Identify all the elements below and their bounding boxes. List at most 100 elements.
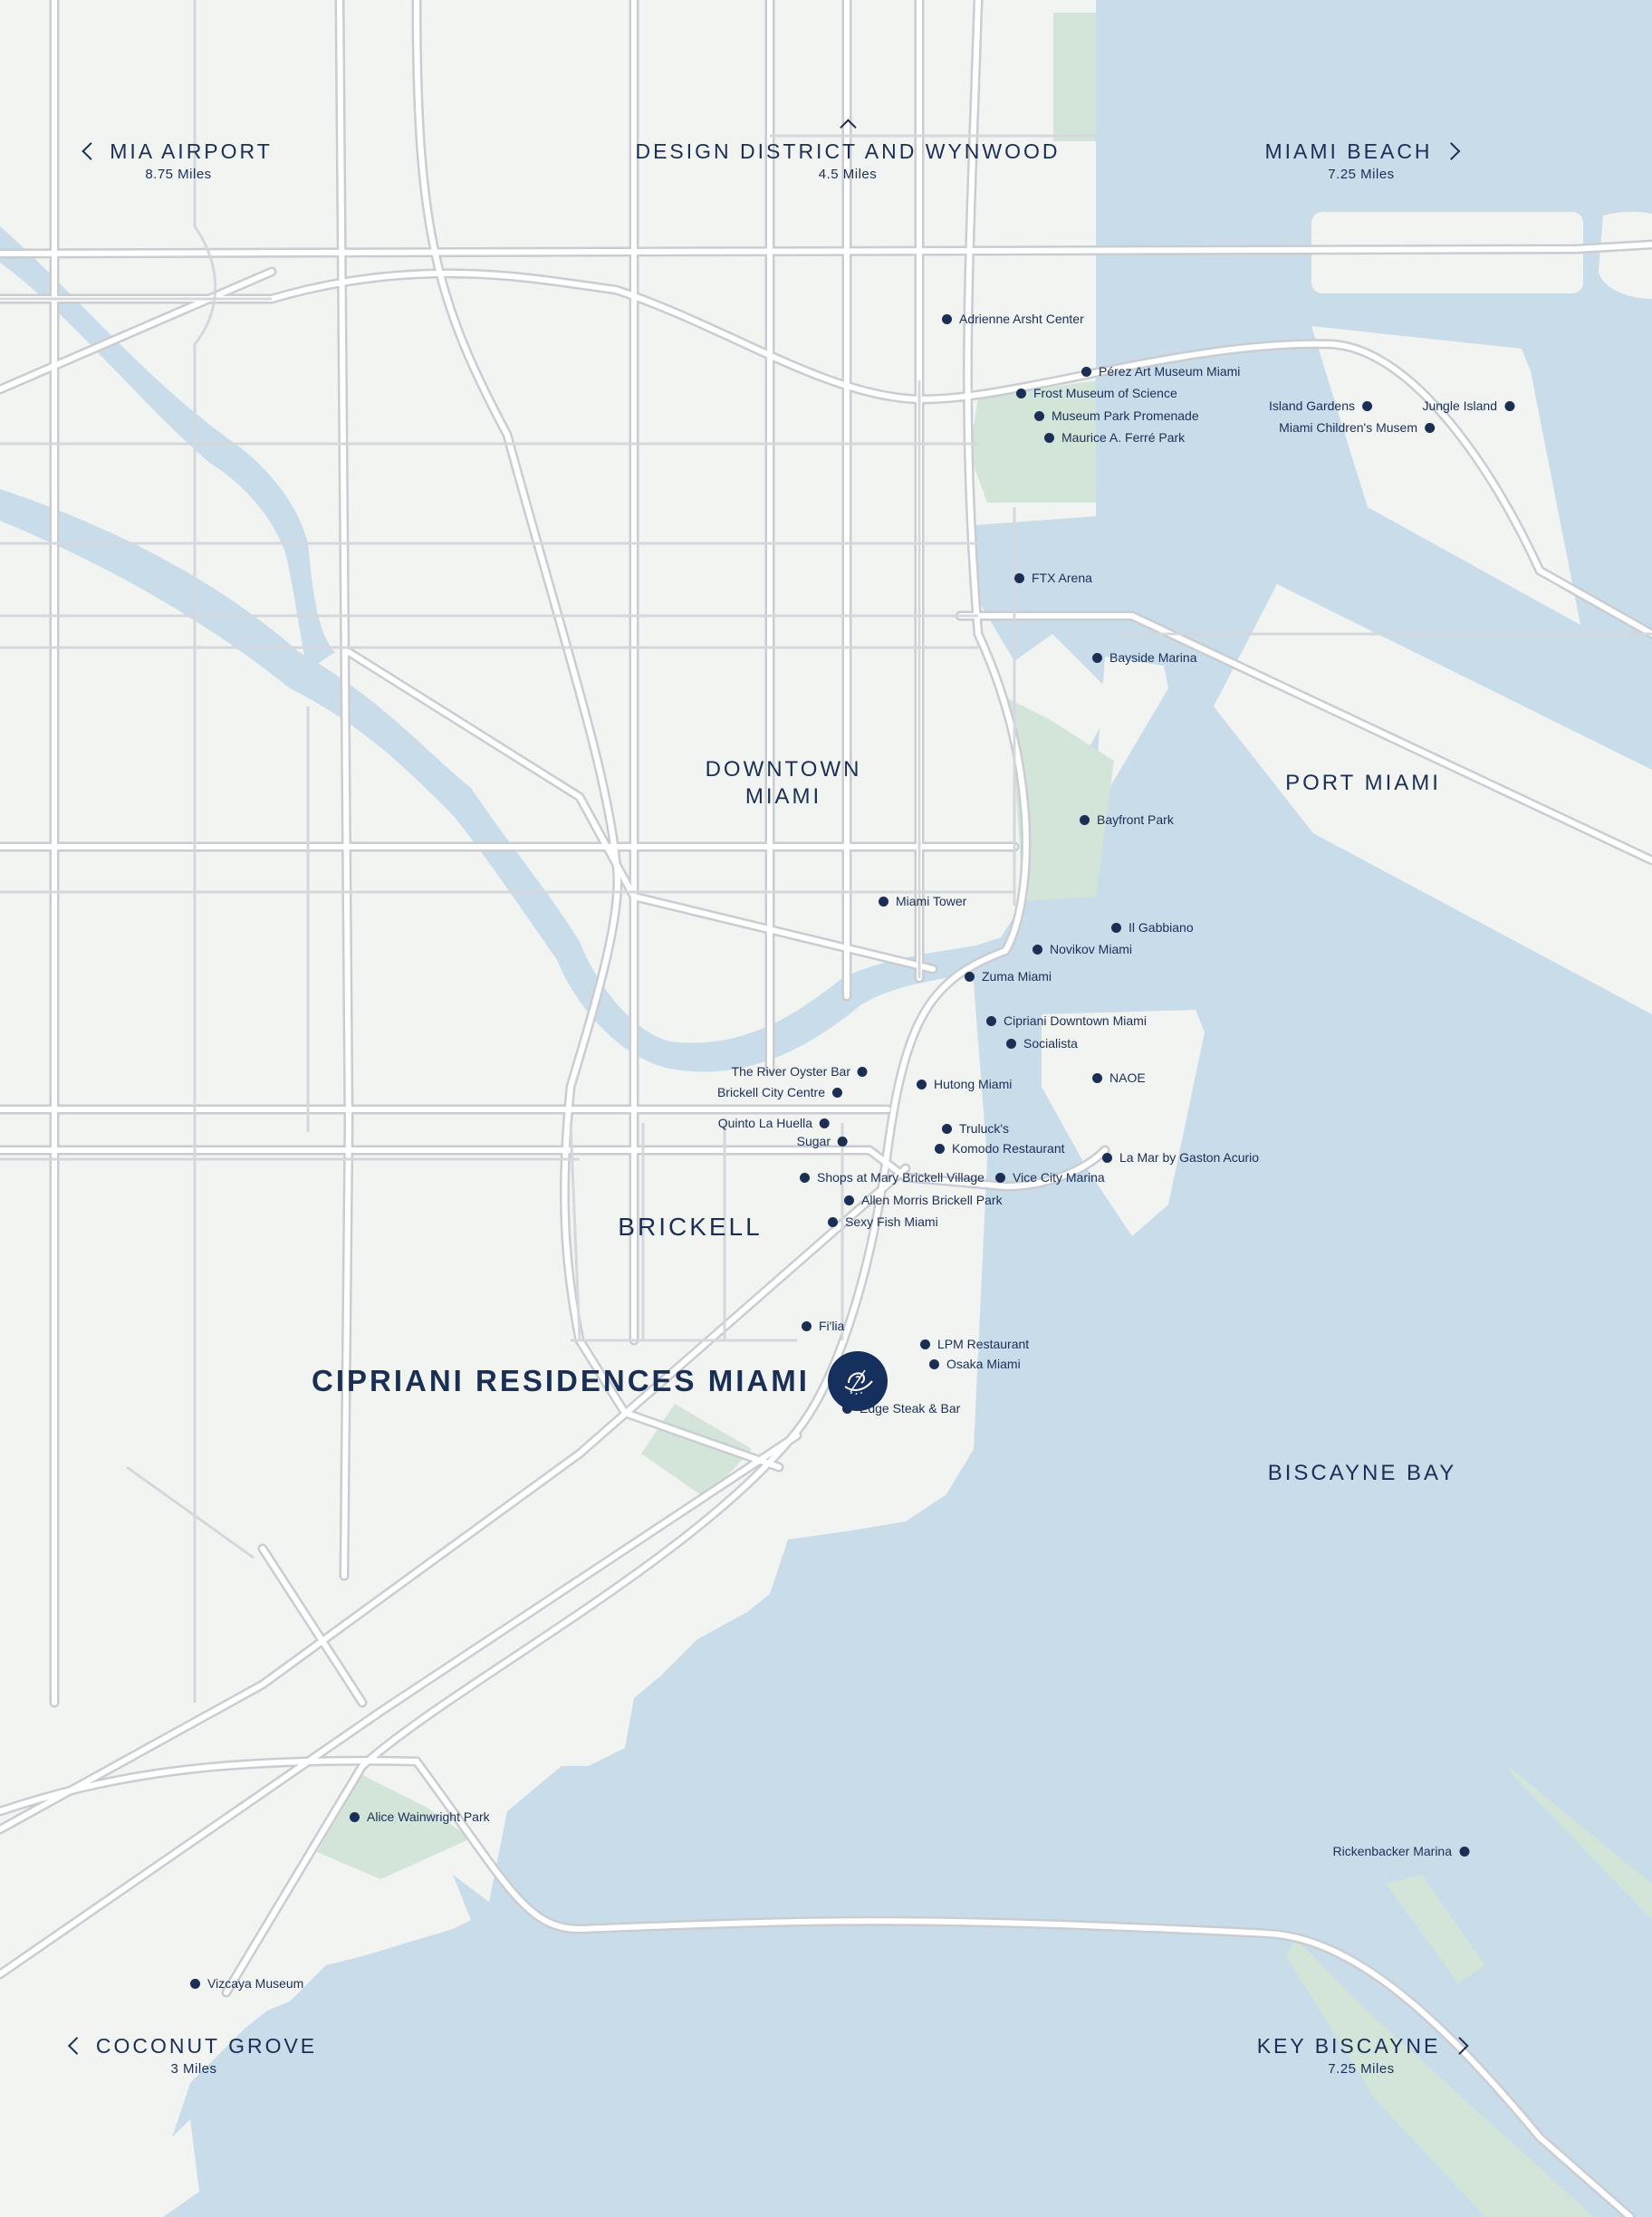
poi-label: Hutong Miami [934, 1077, 1013, 1091]
poi-marker[interactable]: Pérez Art Museum Miami [1081, 363, 1240, 379]
location-dot-icon [1016, 388, 1026, 398]
cipriani-gondola-logo-icon [827, 1351, 888, 1411]
poi-marker[interactable]: Quinto La Huella [718, 1115, 830, 1131]
poi-label: Komodo Restaurant [952, 1141, 1065, 1156]
poi-label: Adrienne Arsht Center [959, 312, 1084, 326]
poi-label: Museum Park Promenade [1052, 408, 1199, 423]
destination-name: MIA AIRPORT [110, 139, 273, 163]
chevron-left-icon [82, 142, 101, 160]
location-dot-icon [1034, 410, 1044, 421]
poi-label: Bayside Marina [1109, 650, 1197, 665]
poi-label: Novikov Miami [1050, 942, 1133, 956]
poi-marker[interactable]: NAOE [1092, 1070, 1146, 1086]
area-label-brickell: BRICKELL [618, 1213, 763, 1241]
poi-marker[interactable]: Vice City Marina [995, 1169, 1105, 1185]
location-dot-icon [1102, 1152, 1112, 1163]
poi-marker[interactable]: FTX Arena [1014, 570, 1092, 586]
poi-marker[interactable]: Zuma Miami [965, 968, 1052, 984]
poi-marker[interactable]: Vizcaya Museum [190, 1975, 303, 1991]
poi-marker[interactable]: Jungle Island [1422, 398, 1514, 414]
poi-marker[interactable]: La Mar by Gaston Acurio [1102, 1149, 1259, 1166]
destination-distance: 8.75 Miles [145, 167, 212, 182]
poi-marker[interactable]: Bayside Marina [1092, 649, 1197, 666]
poi-label: Fi'lia [819, 1319, 845, 1333]
destination-mia-airport[interactable]: MIA AIRPORT 8.75 Miles [82, 138, 273, 185]
location-dot-icon [1080, 814, 1090, 825]
destination-name: KEY BISCAYNE [1256, 2034, 1441, 2058]
destination-name: COCONUT GROVE [95, 2034, 318, 2058]
poi-label: Quinto La Huella [717, 1116, 812, 1130]
poi-marker[interactable]: Sexy Fish Miami [828, 1214, 938, 1230]
poi-label: Vice City Marina [1013, 1170, 1105, 1185]
poi-marker[interactable]: Hutong Miami [917, 1076, 1012, 1092]
location-dot-icon [986, 1015, 996, 1026]
poi-marker[interactable]: Island Gardens [1269, 398, 1372, 414]
poi-marker[interactable]: LPM Restaurant [920, 1336, 1029, 1352]
poi-marker[interactable]: Frost Museum of Science [1016, 385, 1177, 401]
poi-label: The River Oyster Bar [731, 1064, 850, 1079]
poi-marker[interactable]: Adrienne Arsht Center [942, 311, 1084, 327]
poi-marker[interactable]: Miami Tower [879, 893, 966, 909]
poi-marker[interactable]: Novikov Miami [1032, 941, 1132, 957]
poi-marker[interactable]: Fi'lia [802, 1318, 844, 1334]
location-dot-icon [1032, 944, 1042, 955]
poi-marker[interactable]: Osaka Miami [929, 1356, 1021, 1372]
alice-wainwright-park [317, 1775, 471, 1879]
area-label-biscayne-bay: BISCAYNE BAY [1267, 1461, 1457, 1485]
location-dot-icon [1425, 422, 1435, 433]
poi-label: Edge Steak & Bar [860, 1401, 961, 1416]
poi-marker[interactable]: Il Gabbiano [1111, 919, 1194, 936]
poi-label: Osaka Miami [946, 1357, 1021, 1371]
poi-marker[interactable]: Socialista [1006, 1035, 1078, 1051]
featured-property-marker[interactable]: CIPRIANI RESIDENCES MIAMI [312, 1351, 888, 1411]
poi-label: Island Gardens [1269, 398, 1355, 413]
poi-marker[interactable]: Cipriani Downtown Miami [986, 1013, 1147, 1029]
poi-marker[interactable]: Alice Wainwright Park [350, 1809, 490, 1825]
location-dot-icon [1362, 400, 1372, 411]
location-dot-icon [1006, 1038, 1016, 1049]
poi-label: Truluck's [959, 1121, 1010, 1136]
poi-label: La Mar by Gaston Acurio [1119, 1150, 1260, 1165]
destination-name: DESIGN DISTRICT AND WYNWOOD [635, 139, 1061, 163]
location-dot-icon [929, 1358, 939, 1369]
poi-marker[interactable]: Shops at Mary Brickell Village [800, 1169, 984, 1185]
poi-marker[interactable]: Rickenbacker Marina [1333, 1843, 1469, 1859]
poi-label: Zuma Miami [982, 969, 1052, 984]
poi-marker[interactable]: Truluck's [942, 1120, 1009, 1137]
poi-marker[interactable]: Maurice A. Ferré Park [1044, 429, 1185, 446]
poi-marker[interactable]: Sugar [797, 1133, 848, 1149]
poi-label: Brickell City Centre [716, 1085, 825, 1099]
museum-park [969, 380, 1096, 503]
poi-marker[interactable]: Komodo Restaurant [935, 1140, 1065, 1156]
poi-marker[interactable]: The River Oyster Bar [732, 1063, 868, 1080]
virginia-key-park [1286, 1938, 1594, 2217]
location-dot-icon [190, 1978, 200, 1989]
location-dot-icon [917, 1079, 927, 1089]
street-grid [0, 0, 1652, 1703]
poi-marker[interactable]: Miami Children's Musem [1279, 419, 1435, 436]
poi-label: Cipriani Downtown Miami [1004, 1013, 1147, 1028]
location-dot-icon [995, 1172, 1005, 1183]
poi-label: Miami Tower [896, 894, 967, 908]
poi-label: Jungle Island [1422, 398, 1497, 413]
location-dot-icon [800, 1172, 810, 1183]
area-label-port-miami: PORT MIAMI [1285, 771, 1441, 795]
poi-label: Alice Wainwright Park [367, 1809, 490, 1824]
poi-marker[interactable]: Brickell City Centre [717, 1084, 842, 1100]
poi-marker[interactable]: Bayfront Park [1080, 811, 1174, 828]
featured-property-name: CIPRIANI RESIDENCES MIAMI [312, 1364, 810, 1397]
poi-label: Allen Morris Brickell Park [861, 1193, 1003, 1207]
poi-marker[interactable]: Museum Park Promenade [1034, 408, 1199, 424]
poi-label: NAOE [1109, 1070, 1146, 1085]
poi-marker[interactable]: Allen Morris Brickell Park [844, 1192, 1003, 1208]
location-dot-icon [844, 1195, 854, 1205]
poi-label: Shops at Mary Brickell Village [817, 1170, 984, 1185]
